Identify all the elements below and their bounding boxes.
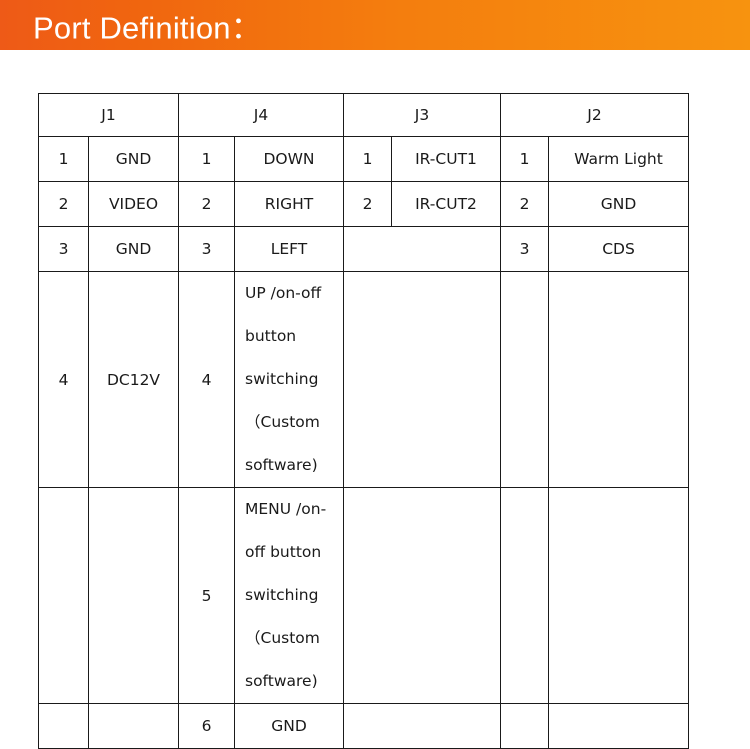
j4-pin-number: 5 — [178, 487, 235, 704]
j4-pin-number: 3 — [178, 226, 235, 272]
j4-pin-label: LEFT — [234, 226, 344, 272]
group-header-j4: J4 — [178, 93, 344, 137]
j4-pin-number: 1 — [178, 136, 235, 182]
j2-empty-label — [548, 487, 689, 704]
group-header-j2: J2 — [500, 93, 689, 137]
j1-pin-number: 1 — [38, 136, 89, 182]
group-header-j3: J3 — [343, 93, 501, 137]
table-row: 2 VIDEO 2 RIGHT 2 IR-CUT2 2 GND — [38, 181, 689, 227]
table-row: 4 DC12V 4 UP /on-off button switching（Cu… — [38, 271, 689, 488]
j1-pin-label: DC12V — [88, 271, 179, 488]
group-header-j1: J1 — [38, 93, 179, 137]
table-row: 1 GND 1 DOWN 1 IR-CUT1 1 Warm Light — [38, 136, 689, 182]
j2-pin-number: 2 — [500, 181, 549, 227]
j1-pin-label: VIDEO — [88, 181, 179, 227]
j1-pin-number: 2 — [38, 181, 89, 227]
j2-pin-number — [500, 271, 549, 488]
j1-pin-label: GND — [88, 136, 179, 182]
j2-pin-label: Warm Light — [548, 136, 689, 182]
j1-empty-label — [88, 487, 179, 704]
j3-pin-label: IR-CUT2 — [391, 181, 501, 227]
port-definition-table: J1 J4 J3 J2 1 GND 1 DOWN 1 IR-CUT1 1 War… — [38, 93, 689, 749]
j3-empty-cell — [343, 703, 501, 749]
j4-pin-number: 6 — [178, 703, 235, 749]
j1-pin-label: GND — [88, 226, 179, 272]
table-row: 5 MENU /on-off button switching（Custom s… — [38, 487, 689, 704]
j4-pin-label: RIGHT — [234, 181, 344, 227]
j4-label-line: switching（Custom — [245, 370, 320, 431]
page-header-banner: Port Definition： — [0, 0, 750, 50]
j1-empty-label — [88, 703, 179, 749]
table-group-header-row: J1 J4 J3 J2 — [38, 93, 689, 137]
j1-pin-number: 4 — [38, 271, 89, 488]
j4-pin-label: GND — [234, 703, 344, 749]
j3-pin-label: IR-CUT1 — [391, 136, 501, 182]
j4-pin-label: DOWN — [234, 136, 344, 182]
j4-label-line: switching（Custom — [245, 586, 320, 647]
j4-label-line: UP /on-off button — [245, 284, 322, 345]
j2-pin-label — [548, 271, 689, 488]
j4-label-line: software) — [245, 672, 318, 690]
j2-empty-number — [500, 487, 549, 704]
table-row: 3 GND 3 LEFT 3 CDS — [38, 226, 689, 272]
j3-empty-cell — [343, 487, 501, 704]
j2-empty-number — [500, 703, 549, 749]
j1-pin-number: 3 — [38, 226, 89, 272]
j4-label-line: MENU /on-off button — [245, 500, 327, 561]
j4-pin-label-multiline: MENU /on-off button switching（Custom sof… — [234, 487, 344, 704]
page-title: Port Definition： — [33, 10, 262, 46]
j4-label-line: software) — [245, 456, 318, 474]
j3-pin-number: 2 — [343, 181, 392, 227]
j4-pin-number: 4 — [178, 271, 235, 488]
j1-empty-number — [38, 487, 89, 704]
j2-empty-label — [548, 703, 689, 749]
j2-pin-label: CDS — [548, 226, 689, 272]
j2-pin-number: 3 — [500, 226, 549, 272]
j1-empty-number — [38, 703, 89, 749]
port-definition-table-container: J1 J4 J3 J2 1 GND 1 DOWN 1 IR-CUT1 1 War… — [38, 93, 689, 749]
j2-pin-label: GND — [548, 181, 689, 227]
j4-pin-label-multiline: UP /on-off button switching（Custom softw… — [234, 271, 344, 488]
j3-empty-cell — [343, 226, 501, 272]
j4-pin-number: 2 — [178, 181, 235, 227]
j3-pin-number: 1 — [343, 136, 392, 182]
j2-pin-number: 1 — [500, 136, 549, 182]
j3-empty-cell — [343, 271, 501, 488]
table-row: 6 GND — [38, 703, 689, 749]
